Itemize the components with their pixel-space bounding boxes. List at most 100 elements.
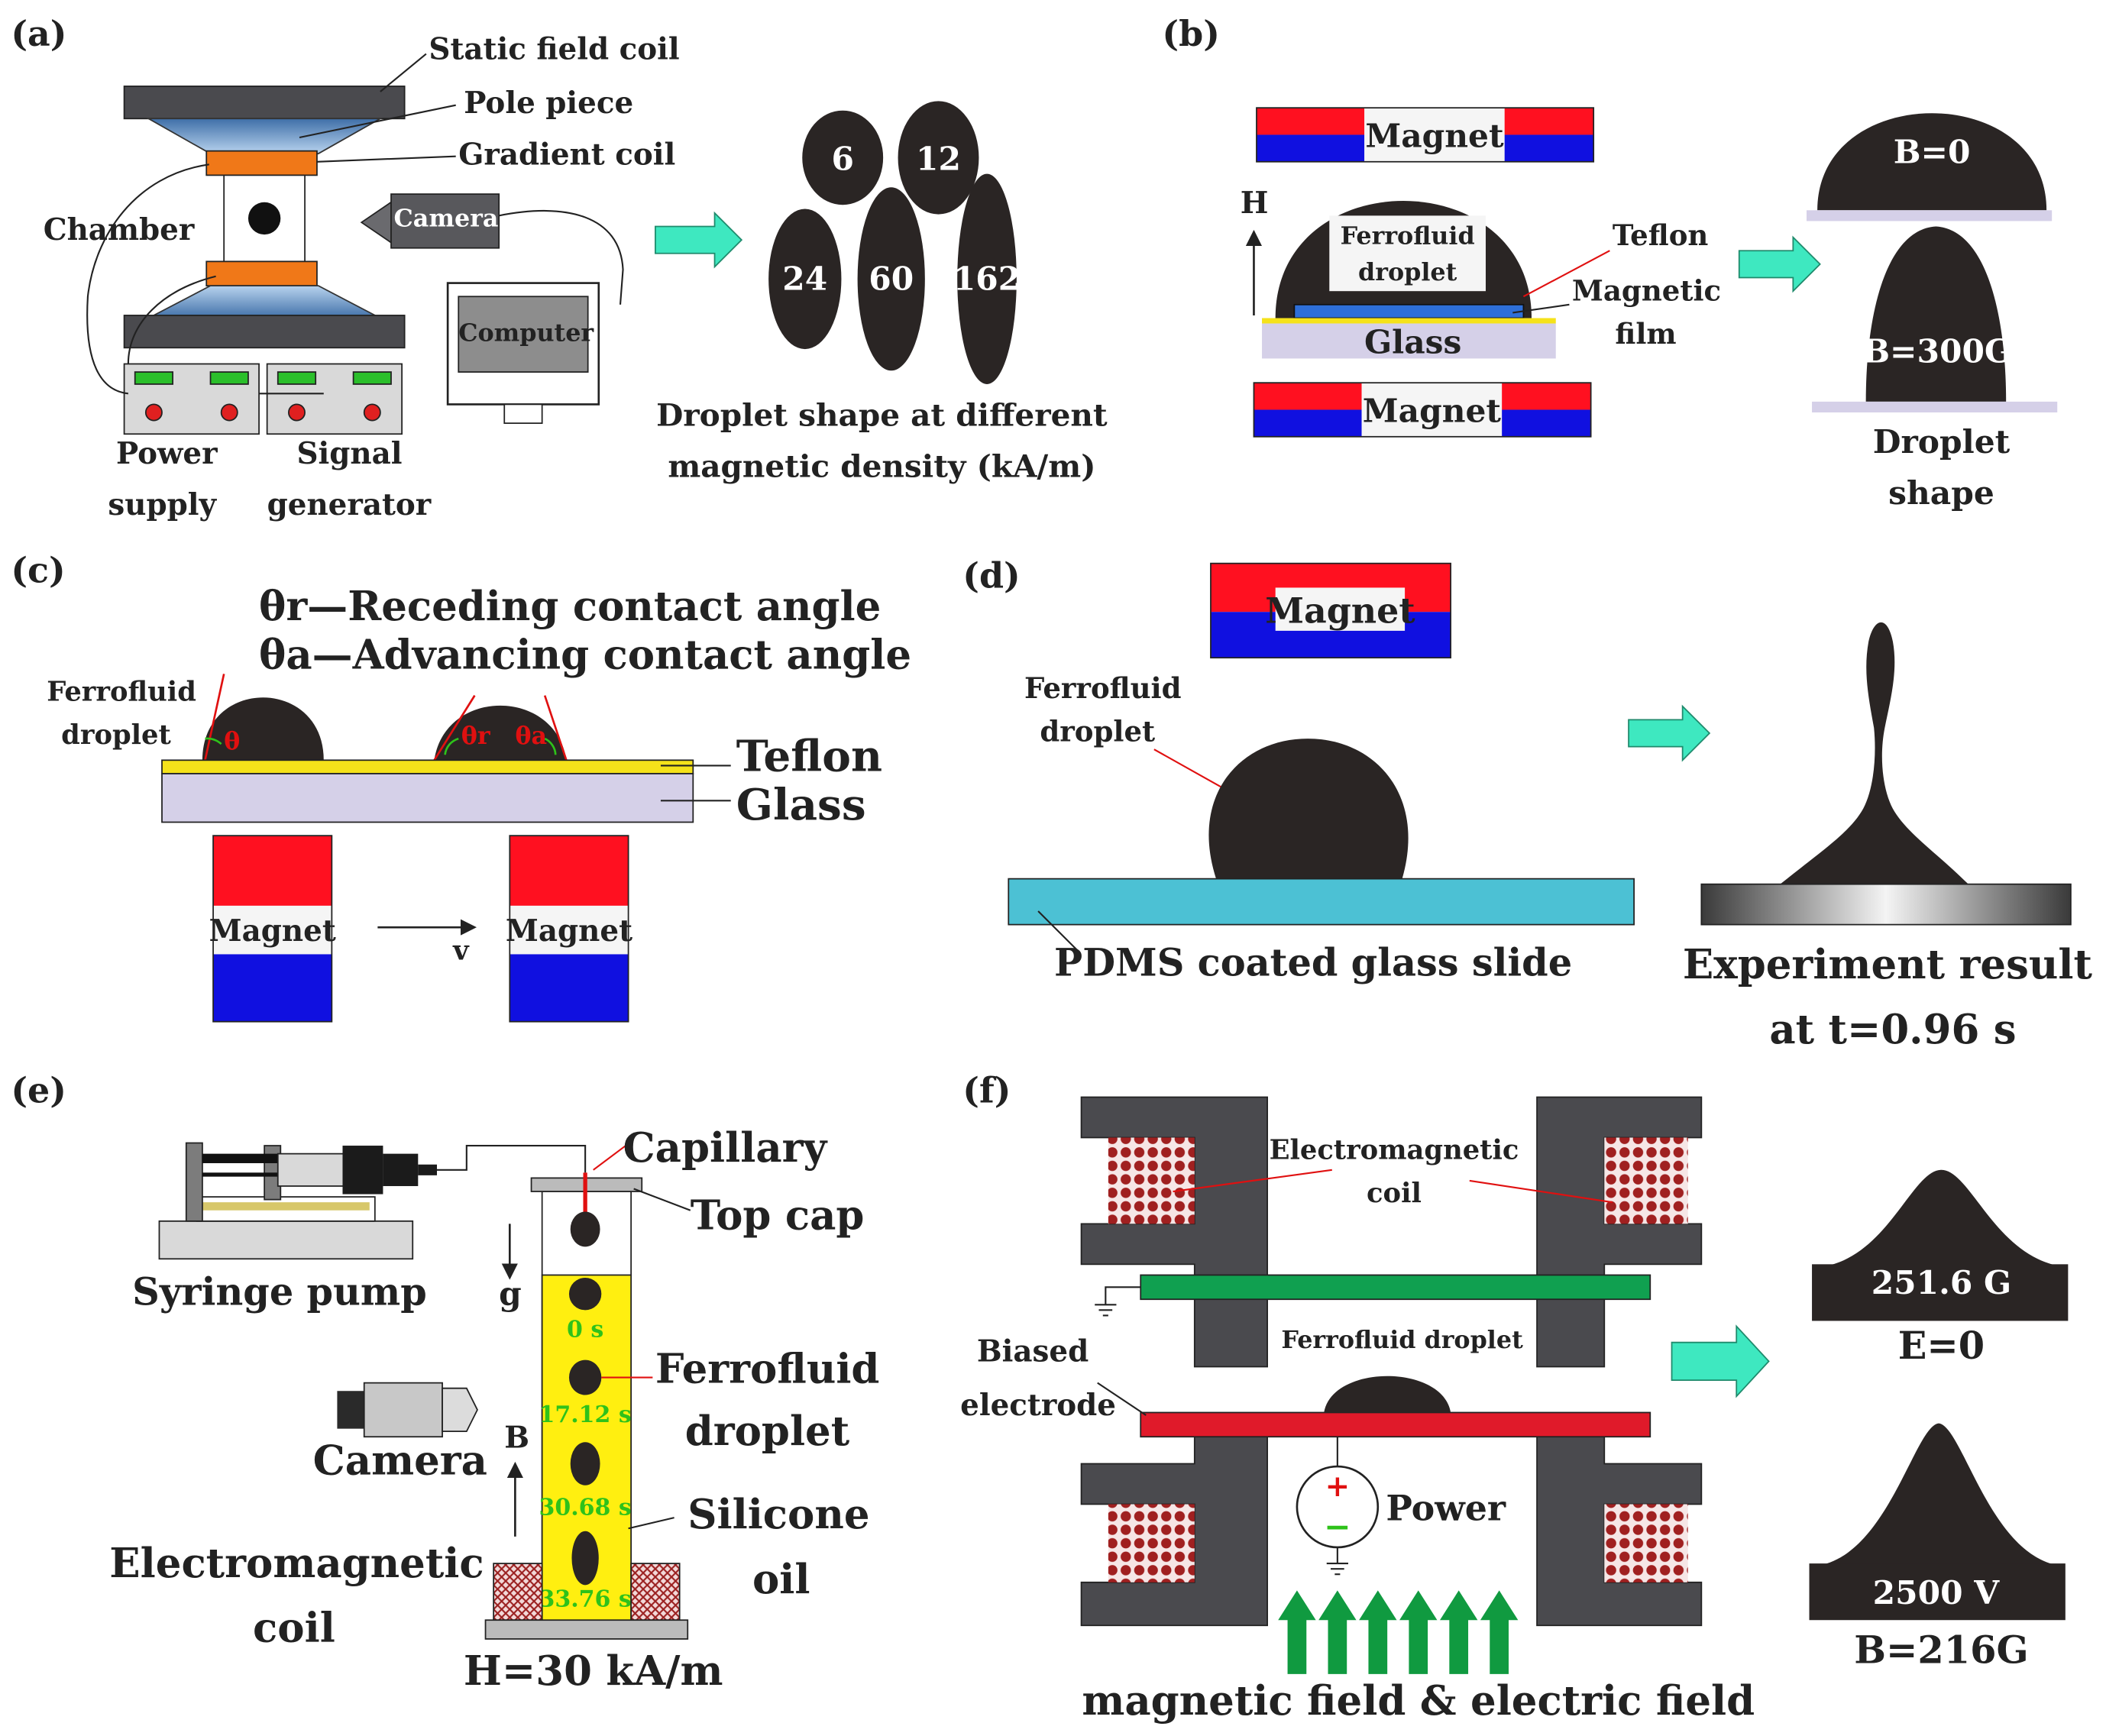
pole-piece-top [145, 118, 383, 155]
legend-advancing: θa—Advancing contact angle [259, 631, 911, 678]
capillary-label: Capillary [623, 1124, 829, 1172]
droplet-24 [768, 209, 842, 350]
coil-f-tl [1108, 1137, 1195, 1224]
droplet-shape-caption-1: Droplet [1873, 422, 2011, 461]
magnet-bottom-label: Magnet [1363, 391, 1502, 429]
time-0: 0 s [567, 1317, 603, 1343]
field-arrows [1278, 1590, 1519, 1674]
panel-a-caption-1: Droplet shape at different [656, 397, 1108, 434]
theta-r: θr [461, 722, 491, 750]
velocity-label: v [452, 936, 470, 967]
panel-a-tag: (a) [11, 13, 66, 54]
panel-d: (d) Magnet Ferrofluid droplet PDMS coate… [962, 554, 2092, 1052]
droplet-label-e-1: Ferrofluid [655, 1346, 880, 1393]
droplet-label-d-2: droplet [1040, 715, 1155, 748]
coil-f-br [1604, 1504, 1688, 1582]
droplet-6 [802, 110, 884, 205]
ferrofluid-droplet-d [1208, 739, 1409, 879]
magnet-left-label: Magnet [209, 914, 336, 949]
coil-label-e-2: coil [253, 1604, 335, 1651]
droplet-moving-c [434, 705, 567, 761]
power-minus: − [1324, 1508, 1351, 1546]
computer-stand [503, 403, 543, 425]
glass-b [1262, 323, 1556, 359]
teflon-label-c: Teflon [736, 731, 882, 781]
camera-label: Camera [394, 204, 499, 232]
silicone-oil-label-2: oil [752, 1556, 810, 1603]
silicone-oil-label-1: Silicone [687, 1491, 869, 1538]
field-strength-label: H=30 kA/m [464, 1647, 723, 1695]
theta-static: θ [224, 727, 240, 755]
power-supply-label-2: supply [108, 488, 217, 522]
power-plus: + [1325, 1469, 1351, 1504]
coil-f-tr [1604, 1137, 1688, 1224]
time-3: 33.76 s [539, 1586, 631, 1613]
droplet-f-e0 [1820, 1169, 2066, 1267]
static-field-coil-bottom [123, 315, 406, 349]
camera-label-e: Camera [313, 1437, 487, 1485]
droplet-static-c [202, 697, 324, 761]
gradient-coil-bottom [205, 260, 318, 287]
static-field-coil-label: Static field coil [429, 33, 679, 67]
field-b-label-e: B [504, 1421, 529, 1455]
panel-d-tag: (d) [962, 554, 1021, 596]
droplet-label-f: Ferrofluid droplet [1281, 1326, 1523, 1354]
coil-f-bl [1108, 1504, 1195, 1582]
droplet-f-2500 [1814, 1423, 2063, 1566]
panel-c-tag: (c) [11, 549, 65, 590]
syringe-pump-label: Syringe pump [132, 1269, 427, 1314]
static-field-coil-top [123, 86, 406, 120]
surface-f-e0 [1812, 1264, 2069, 1321]
surface-f-2500 [1809, 1563, 2066, 1621]
gradient-coil-top [205, 150, 318, 176]
coil-label-f-2: coil [1367, 1178, 1422, 1209]
droplet-12 [898, 101, 979, 215]
droplet-label-d-1: Ferrofluid [1024, 671, 1182, 705]
electrode-biased [1140, 1411, 1651, 1438]
electrode-ground [1140, 1274, 1651, 1301]
state-b0-label: B=0 [1894, 133, 1971, 171]
computer-screen [458, 296, 589, 373]
state-f2-value: 2500 V [1873, 1573, 2001, 1612]
syringe-pump-base [158, 1220, 414, 1260]
power-supply-label-1: Power [116, 437, 218, 471]
teflon-layer-b [1262, 318, 1556, 324]
droplet-24-value: 24 [782, 259, 827, 297]
state-b300-label: B=300G [1862, 332, 2012, 370]
magnet-right-label: Magnet [506, 914, 632, 949]
droplet-label-c-2: droplet [61, 719, 171, 751]
coil-label-e-1: Electromagnetic [109, 1540, 484, 1587]
panel-e: (e) Syringe pump Capillary Top cap g 0 s… [11, 1070, 879, 1695]
panel-a-arrow [655, 211, 743, 269]
pdms-slide [1008, 878, 1635, 926]
biased-electrode-label-1: Biased [977, 1334, 1089, 1369]
panel-b-tag: (b) [1162, 13, 1220, 54]
droplet-label-c-1: Ferrofluid [47, 677, 196, 708]
syringe-barrel [277, 1152, 351, 1187]
droplet-shape-caption-2: shape [1888, 474, 1994, 512]
field-h-label: H [1241, 186, 1269, 221]
panel-d-arrow [1628, 704, 1711, 762]
panel-a-caption-2: magnetic density (kA/m) [668, 448, 1095, 485]
magnet-left-c [212, 835, 333, 1023]
droplet-6-value: 6 [831, 139, 853, 177]
coil-left-e [493, 1563, 543, 1621]
droplet-b0 [1817, 113, 2047, 211]
state-f2-cond: B=216G [1854, 1628, 2028, 1673]
magnet-d-label: Magnet [1265, 590, 1415, 631]
power-label: Power [1386, 1488, 1506, 1529]
experiment-result-label-2: at t=0.96 s [1769, 1006, 2016, 1053]
coil-label-f-1: Electromagnetic [1270, 1135, 1519, 1166]
coil-right-e [630, 1563, 681, 1621]
panel-a: (a) Static field coil Pole piece Gradien… [11, 13, 1108, 522]
magnetic-film-label-1: Magnetic [1572, 274, 1721, 308]
gravity-label: g [499, 1274, 522, 1312]
droplet-60-value: 60 [869, 259, 914, 297]
magnet-d [1210, 562, 1451, 659]
time-2: 30.68 s [539, 1495, 631, 1521]
experiment-surface [1700, 883, 2072, 926]
droplet-162 [957, 173, 1017, 384]
panel-f-arrow [1671, 1324, 1770, 1398]
panel-b: (b) Magnet Ferrofluid droplet Glass H Te… [1162, 13, 2058, 512]
